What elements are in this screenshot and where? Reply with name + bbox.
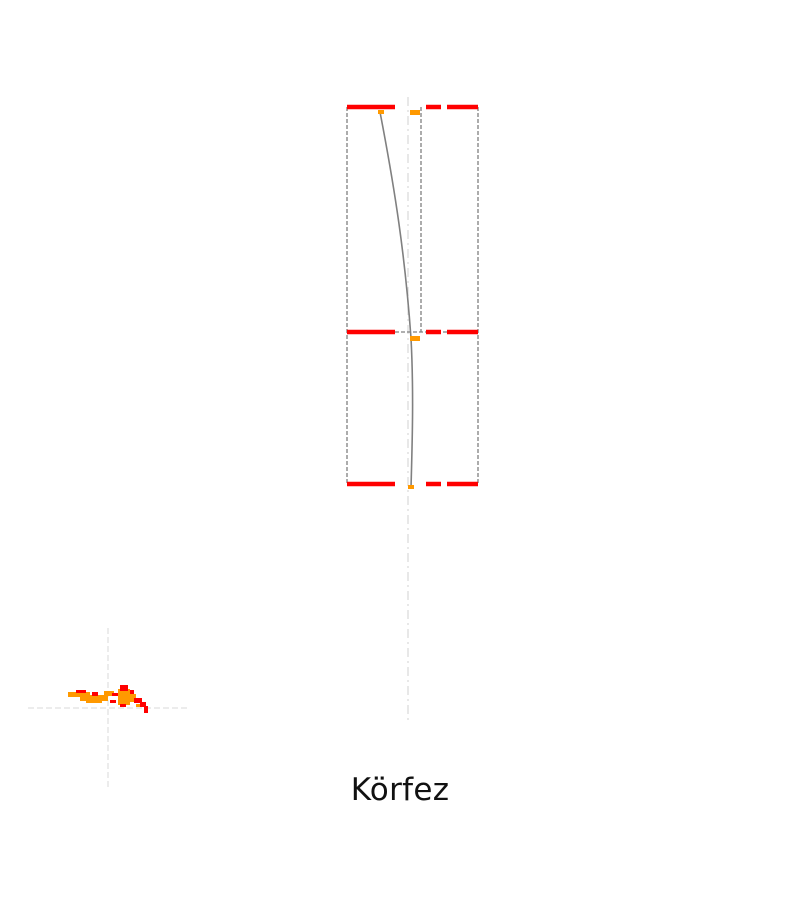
location-map [28, 628, 188, 788]
deflection-curve [379, 111, 414, 489]
red-level-bars [347, 104, 478, 487]
orange-markers [378, 110, 420, 489]
marker-top-right [410, 110, 420, 115]
location-caption: Körfez [350, 772, 450, 808]
marker-middle [410, 336, 420, 341]
marker-top-left [378, 110, 384, 114]
marker-bottom [408, 485, 414, 489]
crosshair [28, 628, 188, 788]
structure-diagram [346, 97, 479, 722]
region-shape [68, 685, 148, 713]
